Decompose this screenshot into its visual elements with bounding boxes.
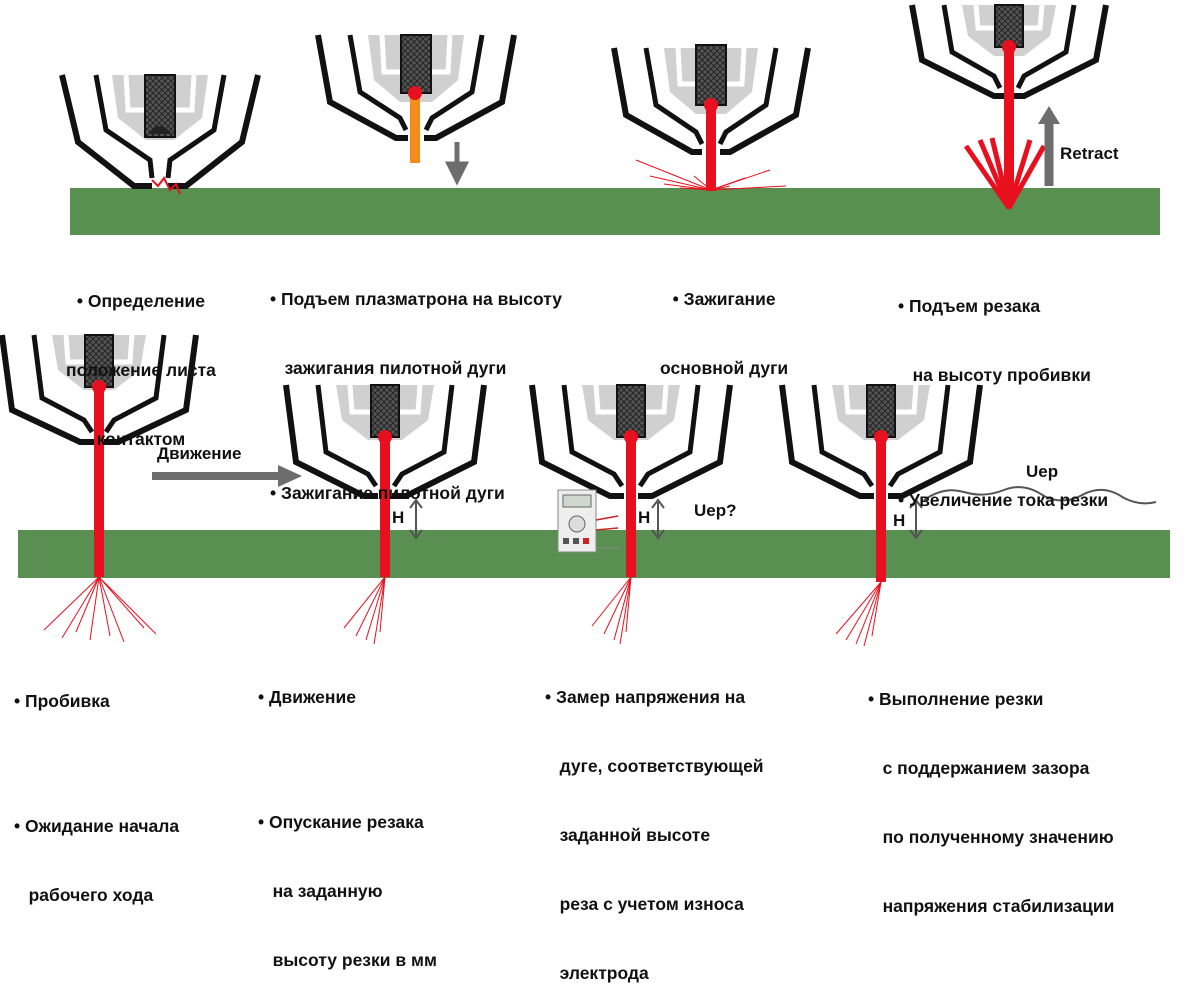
voltage-wave-icon (923, 486, 1157, 505)
step-caption-1: • Определение положение листа контактом (66, 244, 216, 474)
caption-line: положение листа (66, 360, 216, 380)
step-caption-2: • Подъем плазматрона на высоту зажигания… (270, 242, 562, 528)
caption-line: • Увеличение тока резки (898, 490, 1109, 510)
caption-line: на заданную (258, 881, 383, 901)
caption-line: на высоту пробивки (898, 365, 1091, 385)
caption-line: • Выполнение резки (868, 689, 1044, 709)
main-arc (706, 105, 716, 191)
caption-line: с поддержанием зазора (868, 758, 1090, 778)
caption-line: высоту резки в мм (258, 950, 437, 970)
caption-line: контактом (96, 429, 186, 449)
step-caption-8: • Выполнение резки с поддержанием зазора… (868, 642, 1114, 941)
step-caption-5: • Пробивка • Ожидание начала рабочего хо… (14, 644, 179, 930)
caption-line: заданной высоте (545, 825, 711, 845)
torch-step1 (59, 74, 261, 195)
caption-line: • Подъем плазматрона на высоту (270, 289, 563, 309)
torch-step3 (611, 44, 811, 191)
caption-line: электрода (545, 963, 649, 983)
caption-line: • Замер напряжения на (545, 687, 746, 707)
workpiece-plate-top (70, 188, 1160, 235)
retract-label: Retract (1060, 144, 1119, 163)
step-caption-3: • Зажигание основной дуги (660, 242, 788, 403)
multimeter-icon (557, 489, 620, 553)
height-label-1: H (392, 508, 405, 527)
process-diagram (0, 4, 1170, 647)
torch-step5 (0, 334, 302, 643)
torch-step7 (529, 384, 733, 645)
height-label-3: H (893, 511, 906, 530)
caption-line: дуге, соответствующей (545, 756, 764, 776)
caption-line: • Движение (258, 687, 356, 707)
caption-line: • Ожидание начала (14, 816, 180, 836)
caption-spacer (898, 433, 1108, 443)
caption-line: основной дуги (660, 358, 789, 378)
caption-line: реза с учетом износа (545, 894, 744, 914)
step-caption-4: • Подъем резака на высоту пробивки • Уве… (898, 249, 1108, 535)
caption-line: • Зажигание (672, 289, 776, 309)
caption-line: напряжения стабилизации (868, 896, 1115, 916)
caption-line: по полученному значению (868, 827, 1114, 847)
down-arrow-icon (444, 142, 470, 186)
caption-line: • Зажигание пилотной дуги (270, 483, 505, 503)
torch-step4 (909, 4, 1109, 210)
cutting-arc (1004, 47, 1014, 197)
caption-line: • Подъем резака (898, 296, 1041, 316)
movement-label: Движение (157, 444, 242, 463)
contact-spark (151, 176, 181, 195)
step-caption-6: • Движение • Опускание резака на заданну… (258, 640, 437, 995)
arc-voltage-question-label: Uep? (694, 501, 737, 520)
caption-spacer (270, 426, 562, 436)
torch-step6 (283, 384, 487, 645)
pilot-arc (410, 93, 420, 163)
height-label-2: H (638, 508, 651, 527)
torch-step2 (315, 34, 517, 186)
arc-voltage-label: Uep (1026, 462, 1059, 481)
caption-line: рабочего хода (14, 885, 154, 905)
caption-line: • Пробивка (14, 691, 110, 711)
step-caption-7: • Замер напряжения на дуге, соответствую… (545, 640, 764, 1008)
caption-line: зажигания пилотной дуги (270, 358, 507, 378)
caption-line: • Опускание резака (258, 812, 424, 832)
caption-line: • Определение (76, 291, 206, 311)
torch-step8 (779, 384, 1157, 647)
caption-spacer (14, 759, 179, 769)
caption-spacer (258, 755, 437, 765)
